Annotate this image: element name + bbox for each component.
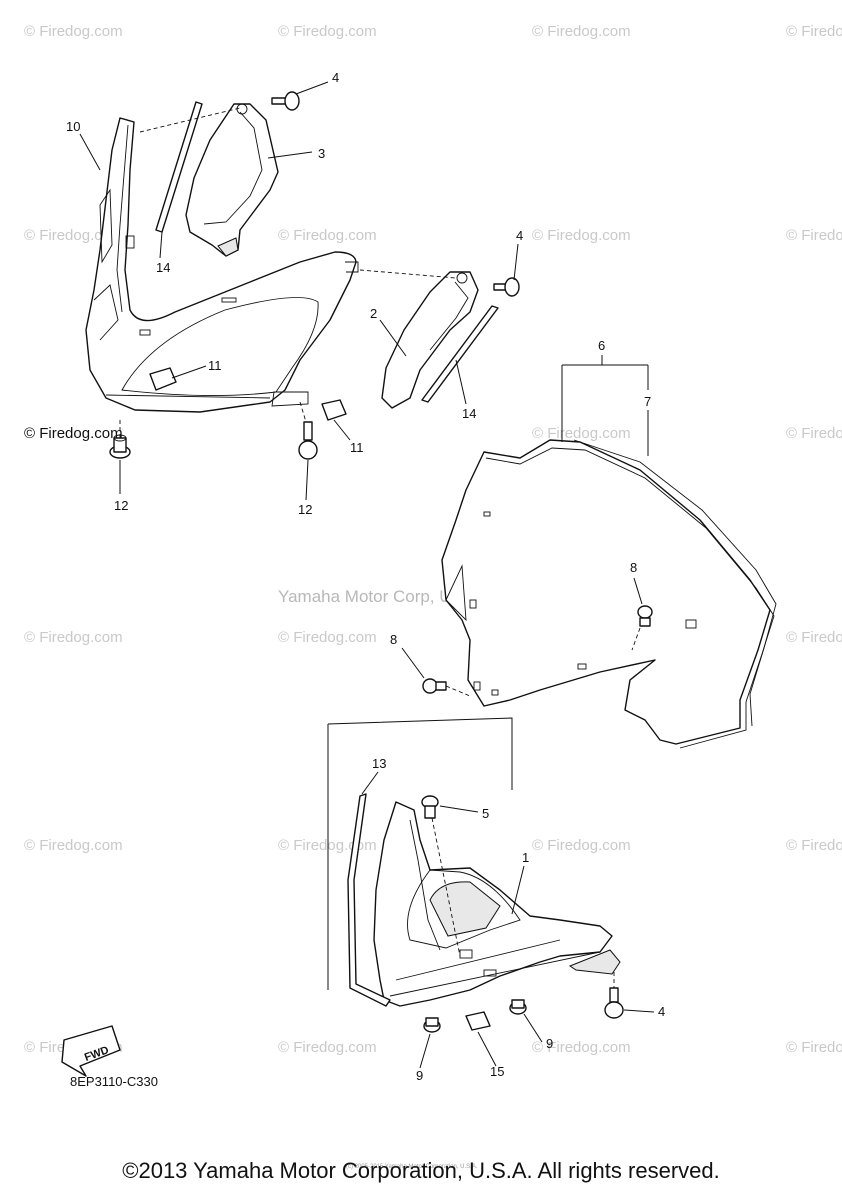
callout-11: 11 (208, 358, 222, 373)
assembly-line (139, 107, 241, 133)
callout-8: 8 (390, 632, 397, 647)
callout-6: 6 (598, 338, 605, 353)
watermark: © Firedog.com (786, 629, 842, 646)
callouts: 10 3 4 14 4 2 14 11 11 12 12 6 7 8 8 13 … (66, 70, 665, 1083)
part-12-bolt (298, 421, 318, 460)
assembly-line (431, 817, 461, 957)
watermark: © Firedog.com (532, 1039, 631, 1056)
watermark: © Firedog.com (278, 1039, 377, 1056)
diagram-code: 8EP3110-C330 (70, 1074, 158, 1089)
watermark: © Firedog.com (532, 227, 631, 244)
part-15-clip (465, 1011, 491, 1031)
callout-4: 4 (516, 228, 523, 243)
callout-5: 5 (482, 806, 489, 821)
watermark: © Firedog.com (278, 837, 377, 854)
watermark: © Firedog.com (278, 629, 377, 646)
watermark: © Firedog.com (786, 23, 842, 40)
watermark: © Firedog.com (532, 23, 631, 40)
tiny-caption: (c) 2005-2015 Yamaha Motor Corporation, … (346, 1164, 478, 1170)
watermark: © Firedog.com (24, 227, 123, 244)
callout-13: 13 (372, 756, 386, 771)
assembly-line (631, 627, 641, 651)
watermark: © Firedog.com (532, 837, 631, 854)
part-9-grommet (423, 1017, 441, 1033)
callout-4: 4 (658, 1004, 665, 1019)
copyright-footer: ©2013 Yamaha Motor Corporation, U.S.A. A… (122, 1158, 720, 1183)
part-9-grommet (509, 999, 527, 1015)
windshield (441, 439, 777, 749)
assembly-line (299, 401, 307, 423)
watermark: © Firedog.com (278, 227, 377, 244)
assembly-line (445, 685, 471, 697)
callout-7: 7 (644, 394, 651, 409)
inner-panel (373, 801, 621, 1007)
part-12-grommet (109, 434, 131, 459)
part-13-strip (347, 793, 391, 1007)
callout-15: 15 (490, 1064, 504, 1079)
part-11-clip (149, 367, 177, 391)
callout-1: 1 (522, 850, 529, 865)
part-3-panel (185, 103, 279, 257)
callout-8: 8 (630, 560, 637, 575)
part-4-bolt (604, 987, 624, 1019)
front-cowling (85, 117, 359, 413)
callout-11: 11 (350, 440, 364, 455)
center-watermark: Yamaha Motor Corp, U.S.A. (278, 587, 488, 606)
callout-14: 14 (462, 406, 476, 421)
watermark: © Firedog.com (786, 425, 842, 442)
part-4-bolt (271, 91, 300, 111)
part-5-screw (421, 795, 439, 819)
watermark: © Firedog.com (24, 629, 123, 646)
callout-14: 14 (156, 260, 170, 275)
assembly-line (359, 269, 457, 279)
callout-bracket (561, 355, 649, 456)
part-2-panel (381, 271, 479, 409)
part-4-bolt (493, 277, 520, 297)
callout-2: 2 (370, 306, 377, 321)
watermark: © Firedog.com (24, 23, 123, 40)
watermark: © Firedog.com (532, 425, 631, 442)
part-8-screw (637, 605, 653, 627)
watermark: © Firedog.com (786, 1039, 842, 1056)
watermark: © Firedog.com (24, 837, 123, 854)
callout-9: 9 (546, 1036, 553, 1051)
fwd-arrow-icon: FWD (61, 1025, 121, 1077)
watermark-grid: © Firedog.com © Firedog.com © Firedog.co… (24, 23, 842, 1056)
callout-10: 10 (66, 119, 80, 134)
callout-4: 4 (332, 70, 339, 85)
part-8-screw (422, 678, 447, 694)
overlay-watermark: © Firedog.com (24, 425, 123, 442)
watermark: © Firedog.com (786, 837, 842, 854)
watermark: © Firedog.com (786, 227, 842, 244)
watermark: © Firedog.com (278, 23, 377, 40)
callout-9: 9 (416, 1068, 423, 1083)
callout-3: 3 (318, 146, 325, 161)
callout-12: 12 (298, 502, 312, 517)
assembly-box (327, 717, 513, 990)
part-11-clip (321, 399, 347, 421)
part-14-strip-lower (421, 305, 499, 403)
callout-12: 12 (114, 498, 128, 513)
leader-lines (79, 81, 655, 1069)
